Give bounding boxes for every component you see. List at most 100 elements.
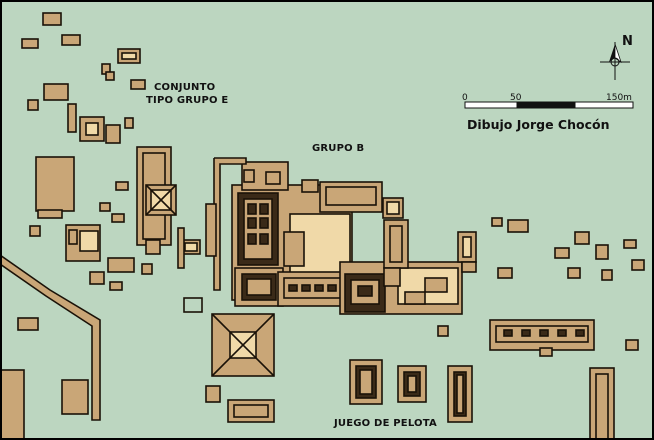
room [539,329,549,337]
mound [539,347,553,357]
mound [99,202,111,212]
mound [301,179,319,193]
mound [124,117,134,129]
south-building [227,399,275,423]
mound [68,229,78,245]
wall-outline [183,297,203,313]
room [503,329,513,337]
mound [424,277,448,293]
mound-top [386,201,400,215]
mound [507,219,529,233]
long-mound [205,203,217,257]
mound [491,217,503,227]
mound [574,231,590,245]
room [314,284,324,292]
structures [0,12,645,440]
label-conjunto: CONJUNTO [154,82,216,93]
room [521,329,531,337]
mound [61,379,89,415]
east-long-building [383,219,409,269]
compass-north-icon [600,42,630,80]
mound [461,261,477,273]
room [247,203,257,215]
room [301,284,311,292]
mound [437,325,449,337]
mound [115,181,129,191]
mound [29,225,41,237]
mound [205,385,221,403]
ballcourt-top [456,374,464,414]
mound [27,99,39,111]
mound [383,267,401,287]
ballcourt-top [359,369,373,395]
label-tipo-grupo-e: TIPO GRUPO E [146,95,229,106]
building-outline [233,404,269,418]
range-outline [495,325,589,343]
room [557,329,567,337]
mound-top [85,122,99,136]
structure-outline [595,373,609,440]
room [247,233,257,245]
scale-tick-0: 0 [462,93,468,103]
mound [265,171,281,185]
scale-segment [574,101,634,109]
room [575,329,585,337]
ballcourt-top [407,375,417,393]
temple-shrine [357,285,373,297]
mound [554,247,570,259]
mound [107,257,135,273]
scale-tick-50: 50 [510,93,522,103]
mound [497,267,513,279]
mound [625,339,639,351]
mound [21,38,39,49]
pyramid-edge [211,313,275,377]
range-outline [325,186,377,206]
long-mound [67,103,77,133]
mound [141,263,153,275]
mound [17,317,39,331]
room [259,217,269,229]
scale-tick-150: 150m [606,93,632,103]
mound [37,209,63,219]
mound [109,281,123,291]
mound [145,239,161,255]
room [247,217,257,229]
scale-bar [464,101,634,109]
building-outline [389,225,403,263]
mound [601,269,613,281]
mound [243,169,255,183]
mound [623,239,637,249]
mound [43,83,69,101]
southwest-pyramid [0,369,25,440]
drawing-credit: Dibujo Jorge Chocón [467,117,610,132]
label-grupo-b: GRUPO B [312,143,365,154]
causeway-wall [213,157,247,291]
mound [567,267,581,279]
temple-top [246,278,272,296]
pyramid-structure [35,156,75,212]
north-label: N [622,34,633,49]
mound [61,34,81,46]
courtyard [79,230,99,252]
room [327,284,337,292]
south-causeway [0,254,101,421]
inner-building [283,231,305,267]
mound [111,213,125,223]
mound [42,12,62,26]
label-juego-de-pelota: JUEGO DE PELOTA [334,418,437,429]
mound-top [121,52,137,60]
room [259,233,269,245]
long-mound [177,227,185,269]
mound-top [462,236,472,258]
room [288,284,298,292]
southeast-structure [589,367,615,440]
mound [89,271,105,285]
pyramid-edge [145,184,177,216]
mound-top [184,242,198,252]
room [259,203,269,215]
mound [105,124,121,144]
mound [631,259,645,271]
